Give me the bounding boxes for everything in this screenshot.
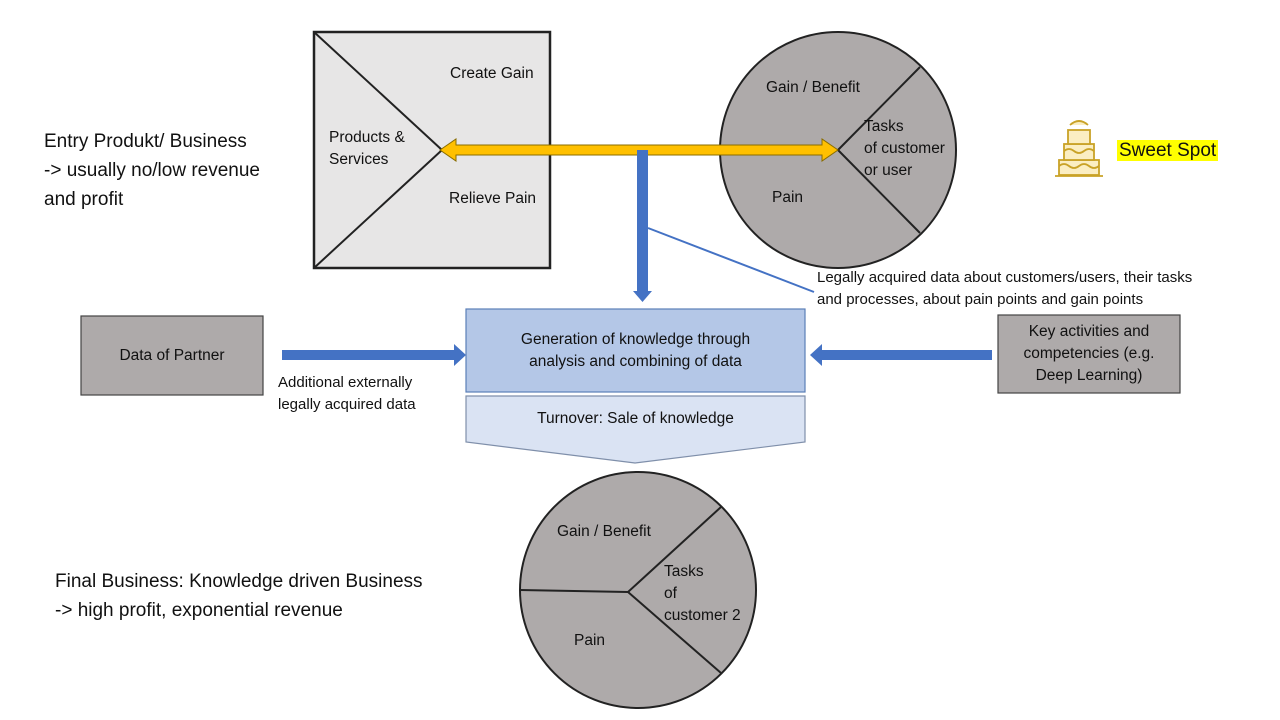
profile-bottom-tasks-line-1: Tasks bbox=[664, 563, 704, 580]
legal-note-line-2: and processes, about pain points and gai… bbox=[817, 291, 1144, 308]
profile-top-pain-label: Pain bbox=[772, 189, 804, 206]
profile-top-gain-label: Gain / Benefit bbox=[766, 79, 860, 96]
profile-top-tasks-line-2: of customer bbox=[864, 140, 945, 157]
profile-bottom-tasks-label: Tasks of customer 2 bbox=[664, 561, 741, 627]
final-business-text: Final Business: Knowledge driven Busines… bbox=[55, 567, 423, 625]
partner-note-line-2: legally acquired data bbox=[278, 396, 416, 413]
knowledge-line-1: Generation of knowledge through bbox=[520, 330, 751, 348]
profile-top-tasks-line-1: Tasks bbox=[864, 118, 904, 135]
entry-line-3: and profit bbox=[44, 189, 124, 210]
key-activities-arrow-head bbox=[810, 344, 822, 366]
knowledge-line-2: analysis and combining of data bbox=[529, 352, 742, 370]
customer-profile-bottom-divider-2 bbox=[627, 591, 722, 674]
partner-arrow-shaft bbox=[282, 350, 454, 360]
entry-line-2: -> usually no/low revenue bbox=[44, 160, 260, 181]
key-activities-line-2: competencies (e.g. bbox=[1023, 345, 1155, 362]
partner-box: Data of Partner bbox=[81, 316, 263, 395]
customer-profile-bottom-divider-1 bbox=[627, 506, 722, 593]
products-line-1: Products & bbox=[329, 129, 405, 146]
profile-top-tasks-label: Tasks of customer or user bbox=[864, 116, 945, 182]
key-activities-box-shape bbox=[997, 314, 1181, 394]
turnover-chevron-shape bbox=[465, 395, 806, 464]
sweet-spot-label: Sweet Spot bbox=[1117, 139, 1219, 163]
profile-bottom-tasks-line-2: of bbox=[664, 585, 677, 602]
sweet-spot-text: Sweet Spot bbox=[1117, 140, 1219, 161]
vertical-arrow-head bbox=[633, 291, 652, 302]
key-activities-arrow-shaft bbox=[822, 350, 992, 360]
legal-note-connector bbox=[647, 227, 815, 293]
products-services-label: Products & Services bbox=[329, 127, 405, 171]
knowledge-box: Generation of knowledge through analysis… bbox=[466, 309, 805, 392]
profile-bottom-tasks-line-3: customer 2 bbox=[664, 607, 741, 624]
knowledge-box-shape bbox=[465, 308, 806, 393]
final-line-1: Final Business: Knowledge driven Busines… bbox=[55, 571, 423, 592]
key-activities-line-3: Deep Learning) bbox=[1035, 367, 1143, 384]
partner-box-label: Data of Partner bbox=[119, 346, 225, 364]
turnover-label: Turnover: Sale of knowledge bbox=[537, 410, 734, 427]
final-line-2: -> high profit, exponential revenue bbox=[55, 600, 343, 621]
customer-profile-top-divider-1 bbox=[837, 66, 921, 151]
partner-arrow-head bbox=[454, 344, 466, 366]
key-activities-box: Key activities and competencies (e.g. De… bbox=[998, 315, 1180, 393]
partner-box-shape bbox=[80, 315, 264, 396]
profile-bottom-pain-label: Pain bbox=[574, 632, 606, 649]
partner-note: Additional externally legally acquired d… bbox=[278, 372, 416, 416]
value-map-diagonal-top bbox=[313, 31, 443, 151]
legal-data-note: Legally acquired data about customers/us… bbox=[817, 267, 1192, 311]
legal-note-line-1: Legally acquired data about customers/us… bbox=[817, 269, 1193, 286]
vertical-arrow-shaft bbox=[637, 150, 648, 291]
key-activities-line-1: Key activities and bbox=[1028, 323, 1150, 340]
entry-business-text: Entry Produkt/ Business -> usually no/lo… bbox=[44, 127, 260, 214]
partner-note-line-1: Additional externally bbox=[278, 374, 413, 391]
entry-line-1: Entry Produkt/ Business bbox=[44, 131, 247, 152]
products-line-2: Services bbox=[329, 151, 389, 168]
create-gain-label: Create Gain bbox=[450, 65, 534, 82]
value-map-diagonal-bottom bbox=[313, 149, 443, 269]
cake-icon bbox=[1055, 120, 1103, 177]
profile-top-tasks-line-3: or user bbox=[864, 162, 913, 179]
profile-bottom-gain-label: Gain / Benefit bbox=[557, 523, 651, 540]
customer-profile-bottom-divider-3 bbox=[519, 589, 629, 593]
customer-profile-top-divider-2 bbox=[837, 149, 921, 234]
turnover-label-box: Turnover: Sale of knowledge bbox=[466, 396, 805, 442]
relieve-pain-label: Relieve Pain bbox=[449, 190, 537, 207]
